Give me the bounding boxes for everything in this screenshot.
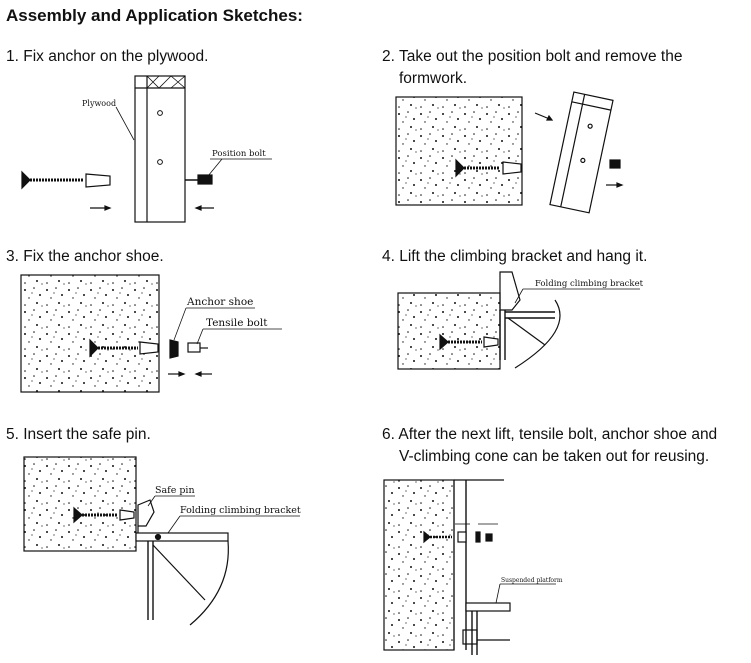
label-plywood: Plywood (82, 99, 116, 108)
anchor-shoe-icon (169, 339, 179, 359)
label-tensile-bolt: Tensile bolt (206, 317, 268, 329)
step-2-caption-line-2: formwork. (399, 70, 468, 87)
label-folding-climbing-bracket: Folding climbing bracket (535, 279, 644, 289)
plywood-panel (134, 75, 186, 223)
label-folding-climbing-bracket: Folding climbing bracket (180, 505, 301, 516)
step-5-caption: 5. Insert the safe pin. (6, 426, 151, 443)
concrete-block (23, 456, 137, 552)
climbing-cone-icon (85, 173, 111, 188)
page-title: Assembly and Application Sketches: (6, 6, 303, 25)
step-6-caption-line-1: 6. After the next lift, tensile bolt, an… (382, 426, 718, 443)
concrete-wall (383, 479, 455, 651)
step-3-caption: 3. Fix the anchor shoe. (6, 248, 164, 265)
step-1-caption: 1. Fix anchor on the plywood. (6, 48, 209, 65)
safe-pin-icon (137, 499, 155, 527)
concrete-block (397, 292, 501, 370)
label-position-bolt: Position bolt (212, 149, 266, 159)
climbing-bracket-head (499, 271, 521, 311)
concrete-block (395, 96, 523, 206)
suspended-platform (465, 602, 511, 612)
label-anchor-shoe: Anchor shoe (186, 296, 253, 308)
anchor-head-icon (21, 170, 31, 190)
step-6-caption-line-2: V-climbing cone can be taken out for reu… (399, 448, 710, 465)
step-2-caption-line-1: 2. Take out the position bolt and remove… (382, 48, 683, 65)
label-safe-pin: Safe pin (155, 485, 195, 496)
concrete-block (20, 274, 160, 393)
step-4-caption: 4. Lift the climbing bracket and hang it… (382, 248, 648, 265)
label-suspended-platform: Suspended platform (501, 577, 563, 584)
